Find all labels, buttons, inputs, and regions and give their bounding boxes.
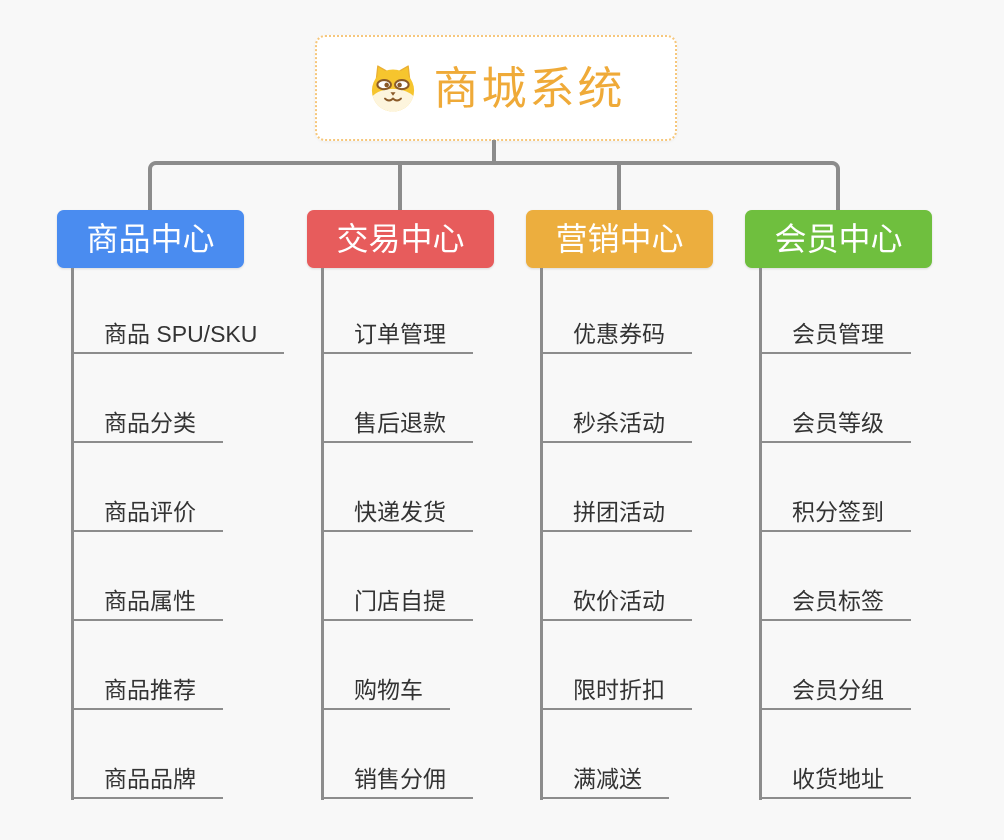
leaf-item[interactable]: 购物车	[321, 664, 450, 710]
leaf-item[interactable]: 会员标签	[759, 575, 911, 621]
leaf-item[interactable]: 商品分类	[71, 397, 223, 443]
connector-elbow-left	[148, 161, 494, 210]
leaf-item[interactable]: 砍价活动	[540, 575, 692, 621]
branch-node-member-center[interactable]: 会员中心	[745, 210, 932, 268]
branch-node-marketing-center[interactable]: 营销中心	[526, 210, 713, 268]
leaf-item[interactable]: 收货地址	[759, 753, 911, 799]
leaf-item[interactable]: 限时折扣	[540, 664, 692, 710]
leaf-item[interactable]: 拼团活动	[540, 486, 692, 532]
connector-drop	[398, 163, 402, 210]
branch-trunk	[321, 268, 324, 800]
leaf-item[interactable]: 优惠券码	[540, 308, 692, 354]
leaf-item[interactable]: 会员管理	[759, 308, 911, 354]
leaf-item[interactable]: 快递发货	[321, 486, 473, 532]
branch-label: 交易中心	[336, 221, 465, 257]
leaf-item[interactable]: 售后退款	[321, 397, 473, 443]
leaf-item[interactable]: 秒杀活动	[540, 397, 692, 443]
leaf-item[interactable]: 商品品牌	[71, 753, 223, 799]
branch-node-product-center[interactable]: 商品中心	[57, 210, 244, 268]
leaf-item[interactable]: 会员分组	[759, 664, 911, 710]
leaf-item[interactable]: 会员等级	[759, 397, 911, 443]
leaf-item[interactable]: 商品评价	[71, 486, 223, 532]
branch-trunk	[540, 268, 543, 800]
root-title: 商城系统	[433, 62, 626, 114]
leaf-item[interactable]: 商品推荐	[71, 664, 223, 710]
connector-stem	[492, 140, 496, 164]
leaf-item[interactable]: 满减送	[540, 753, 669, 799]
doge-icon	[372, 65, 415, 112]
leaf-item[interactable]: 门店自提	[321, 575, 473, 621]
root-node[interactable]: 商城系统	[315, 35, 677, 141]
branch-trunk	[71, 268, 74, 800]
connector-drop	[617, 163, 621, 210]
branch-trunk	[759, 268, 762, 800]
branch-label: 商品中心	[86, 221, 215, 257]
leaf-item[interactable]: 商品属性	[71, 575, 223, 621]
leaf-item[interactable]: 销售分佣	[321, 753, 473, 799]
branch-label: 会员中心	[774, 221, 903, 257]
leaf-item[interactable]: 订单管理	[321, 308, 473, 354]
branch-node-trade-center[interactable]: 交易中心	[307, 210, 494, 268]
leaf-item[interactable]: 商品 SPU/SKU	[71, 308, 285, 354]
connector-elbow-right	[494, 161, 840, 210]
branch-label: 营销中心	[555, 221, 684, 257]
leaf-item[interactable]: 积分签到	[759, 486, 911, 532]
